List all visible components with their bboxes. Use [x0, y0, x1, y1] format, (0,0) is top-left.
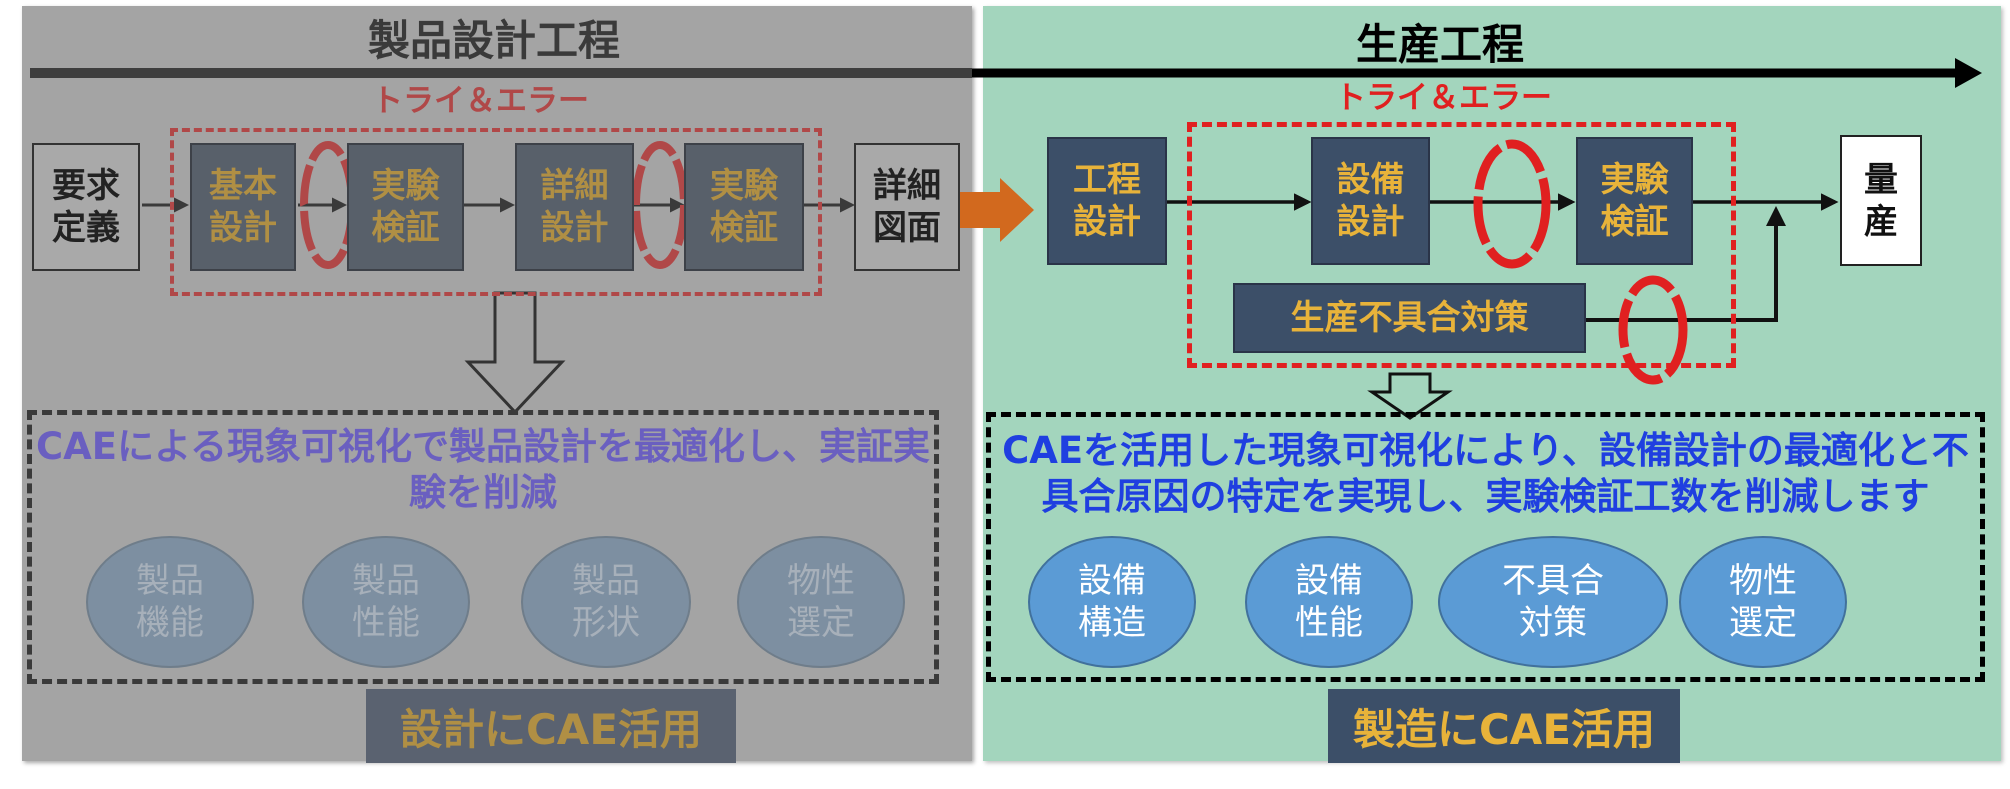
down-arrow-icon — [464, 291, 566, 415]
loop-icon — [1473, 139, 1551, 269]
timeline-arrowhead — [1955, 58, 1982, 88]
ellipse-material-selection-production: 物性 選定 — [1679, 536, 1847, 668]
production-trial-error-label: トライ＆エラー — [1335, 80, 1552, 116]
equipment-design-box: 設備 設計 — [1311, 137, 1430, 265]
defect-countermeasure-box: 生産不具合対策 — [1233, 283, 1586, 353]
mass-production-box: 量 産 — [1840, 135, 1922, 266]
ellipse-equipment-structure: 設備 構造 — [1028, 536, 1196, 668]
experiment-verification-box: 実験 検証 — [1576, 137, 1693, 265]
loop-icon — [1618, 275, 1688, 385]
production-trial-frame — [1187, 122, 1736, 368]
design-message: CAEによる現象可視化で製品設計を最適化し、実証実験を削減 — [36, 425, 930, 514]
production-process-title: 生産工程 — [1356, 20, 1525, 69]
design-cae-label: 設計にCAE活用 — [366, 689, 736, 763]
production-message: CAEを活用した現象可視化により、設備設計の最適化と不具合原因の特定を実現し、実… — [1002, 429, 1969, 518]
ellipse-material-selection: 物性 選定 — [737, 536, 905, 668]
ellipse-product-shape: 製品 形状 — [521, 536, 691, 668]
process-design-box: 工程 設計 — [1047, 137, 1167, 265]
production-cae-label: 製造にCAE活用 — [1328, 689, 1680, 763]
experiment-verification-box-1: 実験 検証 — [347, 143, 464, 271]
down-arrow-icon — [1367, 372, 1453, 420]
design-trial-frame — [170, 128, 822, 296]
ellipse-equipment-performance: 設備 性能 — [1245, 536, 1413, 668]
basic-design-box: 基本 設計 — [190, 143, 296, 271]
requirement-definition-box: 要求 定義 — [32, 143, 140, 271]
transition-arrow-icon — [960, 178, 1034, 242]
ellipse-defect-countermeasure: 不具合 対策 — [1438, 536, 1668, 668]
detailed-design-box: 詳細 設計 — [515, 143, 634, 271]
design-trial-error-label: トライ＆エラー — [372, 83, 589, 119]
design-process-title: 製品設計工程 — [368, 16, 621, 65]
ellipse-product-performance: 製品 性能 — [302, 536, 470, 668]
ellipse-product-function: 製品 機能 — [86, 536, 254, 668]
design-message-frame — [27, 410, 939, 684]
experiment-verification-box-2: 実験 検証 — [684, 143, 804, 271]
production-message-frame — [986, 412, 1985, 682]
detailed-drawing-box: 詳細 図面 — [854, 143, 960, 271]
